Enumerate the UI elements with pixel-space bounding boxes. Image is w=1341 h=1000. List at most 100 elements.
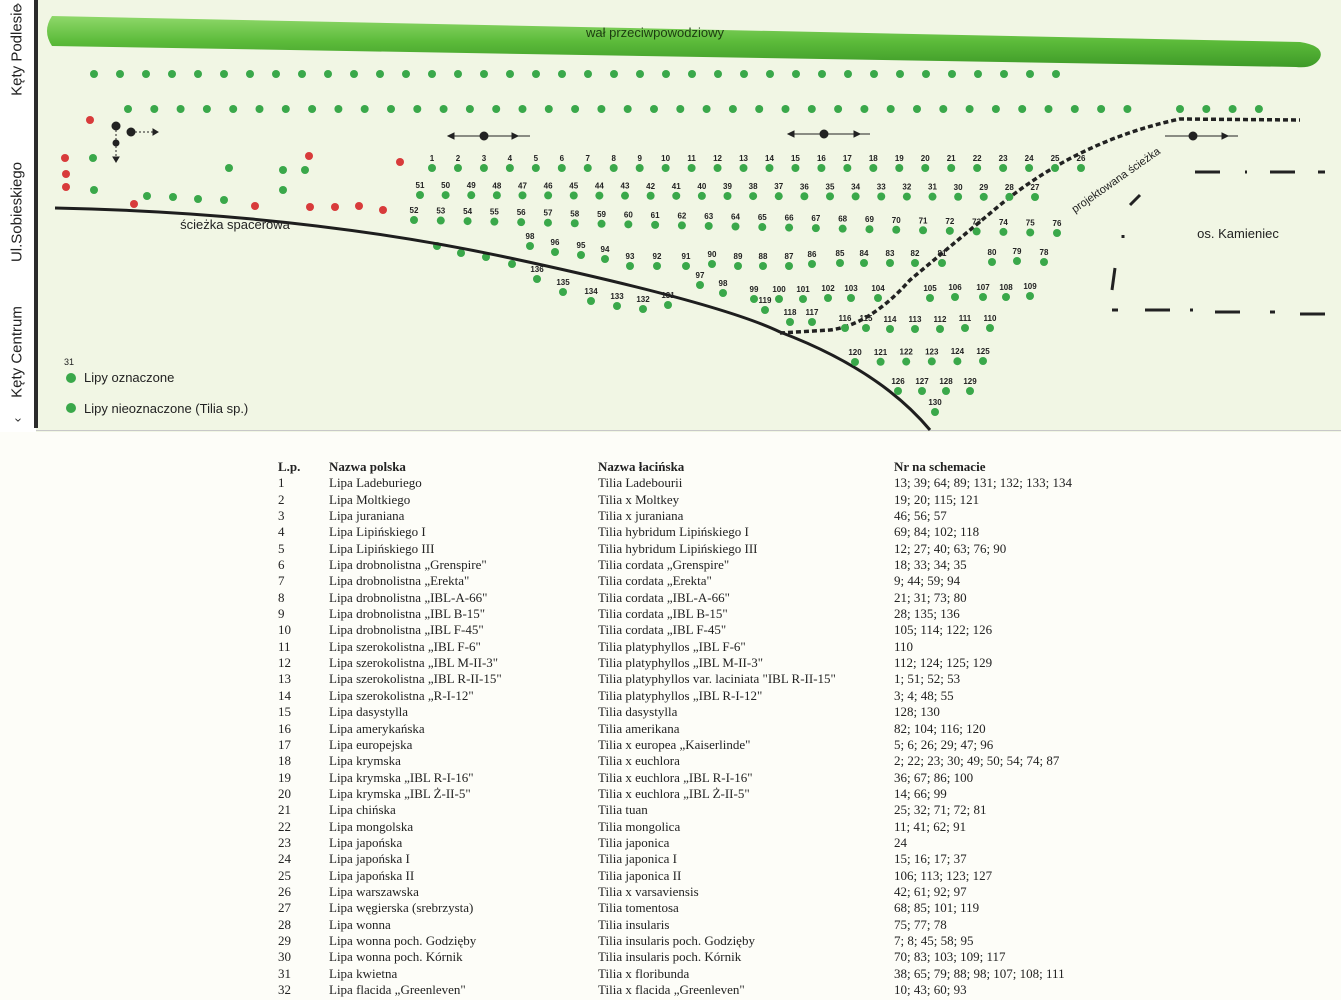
cell-latin-name: Tilia x juraniana bbox=[598, 508, 684, 524]
tree-number: 101 bbox=[796, 285, 810, 294]
tree-number: 81 bbox=[938, 249, 947, 258]
numbered-tree-dot bbox=[1025, 164, 1034, 172]
numbered-tree-dot bbox=[441, 191, 450, 200]
tree-dot bbox=[220, 70, 228, 78]
header-polish-name: Nazwa polska bbox=[329, 459, 406, 474]
tree-dot bbox=[1052, 70, 1060, 78]
numbered-tree-dot bbox=[601, 255, 609, 263]
cell-latin-name: Tilia platyphyllos „IBL M-II-3" bbox=[598, 655, 764, 671]
cell-scheme-number: 15; 16; 17; 37 bbox=[894, 851, 967, 867]
cell-polish-name: Lipa drobnolistna „IBL B-15" bbox=[329, 606, 486, 622]
cell-polish-name: Lipa warszawska bbox=[329, 883, 419, 899]
walking-path-label: ścieżka spacerowa bbox=[180, 217, 291, 232]
cell-scheme-number: 128; 130 bbox=[894, 704, 940, 720]
tree-dot bbox=[298, 70, 306, 78]
tree-number: 90 bbox=[708, 250, 717, 259]
tree-number: 5 bbox=[534, 154, 539, 163]
numbered-tree-dot bbox=[570, 219, 579, 228]
tree-dot bbox=[766, 70, 774, 78]
cell-scheme-number: 9; 44; 59; 94 bbox=[894, 573, 961, 589]
tree-number: 115 bbox=[860, 314, 873, 323]
numbered-tree-dot bbox=[775, 295, 783, 303]
cell-scheme-number: 12; 27; 40; 63; 76; 90 bbox=[894, 540, 1007, 556]
tree-number: 89 bbox=[734, 252, 743, 261]
tree-dot bbox=[1018, 105, 1027, 113]
cell-scheme-number: 10; 43; 60; 93 bbox=[894, 982, 967, 997]
tree-dot bbox=[281, 105, 290, 113]
tree-number: 12 bbox=[713, 154, 722, 163]
cell-latin-name: Tilia x europea „Kaiserlinde" bbox=[598, 736, 751, 752]
cell-latin-name: Tilia dasystylla bbox=[598, 704, 678, 720]
tree-dot bbox=[1044, 105, 1053, 113]
cell-latin-name: Tilia japonica I bbox=[598, 851, 677, 867]
cell-latin-name: Tilia tuan bbox=[598, 802, 648, 818]
tree-number: 100 bbox=[772, 285, 786, 294]
tree-number: 124 bbox=[951, 347, 965, 356]
cell-scheme-number: 106; 113; 123; 127 bbox=[894, 867, 993, 883]
tree-number: 38 bbox=[749, 182, 758, 191]
tree-number: 2 bbox=[456, 154, 461, 163]
cell-scheme-number: 46; 56; 57 bbox=[894, 508, 947, 524]
numbered-tree-dot bbox=[877, 192, 886, 201]
tree-number: 52 bbox=[410, 206, 419, 215]
cell-latin-name: Tilia japonica bbox=[598, 834, 670, 850]
numbered-tree-dot bbox=[758, 223, 767, 232]
cell-latin-name: Tilia platyphyllos „IBL R-I-12" bbox=[598, 687, 763, 703]
tree-number: 128 bbox=[939, 377, 953, 386]
cell-scheme-number: 25; 32; 71; 72; 81 bbox=[894, 802, 987, 818]
numbered-tree-dot bbox=[687, 164, 696, 172]
numbered-tree-dot bbox=[624, 220, 633, 229]
tree-number: 86 bbox=[808, 250, 817, 259]
settlement-label: os. Kamieniec bbox=[1197, 226, 1279, 241]
legend-unmarked-label: Lipy nieoznaczone (Tilia sp.) bbox=[84, 401, 248, 416]
numbered-tree-dot bbox=[843, 164, 852, 172]
tree-number: 24 bbox=[1025, 154, 1034, 163]
tree-number: 18 bbox=[869, 154, 878, 163]
numbered-tree-dot bbox=[713, 164, 722, 172]
tree-number: 93 bbox=[626, 252, 635, 261]
tree-number: 92 bbox=[653, 252, 662, 261]
numbered-tree-dot bbox=[886, 259, 894, 267]
numbered-tree-dot bbox=[892, 225, 901, 234]
numbered-tree-dot bbox=[865, 225, 874, 234]
numbered-tree-dot bbox=[938, 259, 946, 267]
cell-lp: 22 bbox=[278, 818, 291, 834]
tree-number: 127 bbox=[915, 377, 929, 386]
cell-lp: 12 bbox=[278, 655, 291, 671]
tree-number: 85 bbox=[836, 249, 845, 258]
cell-polish-name: Lipa drobnolistna „IBL-A-66" bbox=[329, 589, 488, 605]
tree-number: 33 bbox=[877, 183, 886, 192]
tree-dot bbox=[740, 70, 748, 78]
tree-number: 105 bbox=[923, 284, 937, 293]
tree-dot bbox=[116, 70, 124, 78]
tree-number: 109 bbox=[1023, 282, 1037, 291]
tree-dot bbox=[792, 70, 800, 78]
cell-polish-name: Lipa szerokolistna „IBL R-II-15" bbox=[329, 671, 502, 687]
tree-number: 132 bbox=[636, 295, 650, 304]
tree-number: 55 bbox=[490, 208, 499, 217]
numbered-tree-dot bbox=[559, 288, 567, 296]
cell-lp: 6 bbox=[278, 557, 285, 573]
cell-lp: 27 bbox=[278, 900, 291, 916]
cell-latin-name: Tilia x euchlora bbox=[598, 753, 680, 769]
tree-dot bbox=[143, 192, 151, 200]
tree-dot bbox=[991, 105, 1000, 113]
tree-dot bbox=[610, 70, 618, 78]
legend-marked-label: Lipy oznaczone bbox=[84, 370, 174, 385]
numbered-tree-dot bbox=[785, 223, 794, 232]
tree-number: 44 bbox=[595, 182, 604, 191]
numbered-tree-dot bbox=[613, 302, 621, 310]
tree-number: 98 bbox=[526, 232, 535, 241]
numbered-tree-dot bbox=[811, 224, 820, 233]
cell-scheme-number: 75; 77; 78 bbox=[894, 916, 947, 932]
cell-lp: 26 bbox=[278, 883, 291, 899]
numbered-tree-dot bbox=[531, 164, 540, 172]
tree-dot bbox=[413, 105, 422, 113]
cell-lp: 4 bbox=[278, 524, 285, 540]
cell-polish-name: Lipa Lipińskiego III bbox=[329, 540, 435, 556]
tree-number: 69 bbox=[865, 215, 874, 224]
numbered-tree-dot bbox=[902, 357, 911, 366]
header-latin-name: Nazwa łacińska bbox=[598, 459, 685, 474]
cell-scheme-number: 21; 31; 73; 80 bbox=[894, 589, 967, 605]
tree-dot-red bbox=[62, 183, 70, 191]
